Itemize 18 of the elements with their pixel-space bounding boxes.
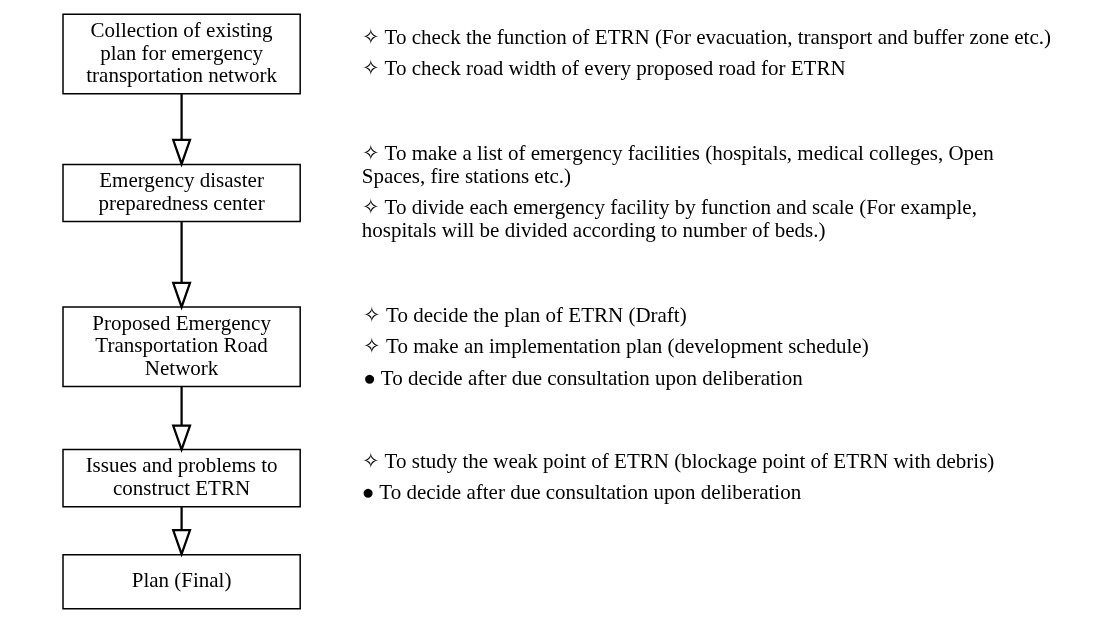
arrow <box>171 94 192 168</box>
node-box: Collection of existing plan for emergency transportation network <box>62 13 301 95</box>
arrow <box>171 386 192 453</box>
node-label: ✧ To decide the plan of ETRN (Draft) <box>363 302 687 327</box>
node-label: ✧ To check the function of ETRN (For evacuation, transport and buffer zone etc.) <box>361 24 1052 49</box>
node-box: Plan (Final) <box>62 553 301 610</box>
node-label: ✧ To check road width of every proposed road for ETRN <box>361 56 846 81</box>
node-box: Emergency disaster preparedness center <box>62 163 301 223</box>
arrow <box>171 507 192 558</box>
node-label: ● To decide after due consultation upon deliberation <box>361 480 802 505</box>
node-label: ✧ To make an implementation plan (development schedule) <box>363 334 869 359</box>
node-label: ✧ To divide each emergency facility by function and scale (For example, hospitals will be divided according to number of beds.) <box>361 195 977 242</box>
node-label: ✧ To study the weak point of ETRN (blockage point of ETRN with debris) <box>361 448 995 473</box>
node-label: ● To decide after due consultation upon deliberation <box>363 365 803 390</box>
node-label: ✧ To make a list of emergency facilities (hospitals, medical colleges, Open Spaces, fire stations etc.) <box>361 141 994 188</box>
node-box: Issues and problems to construct ETRN <box>62 448 301 508</box>
arrow <box>171 222 192 311</box>
node-box: Proposed Emergency Transportation Road Network <box>62 306 301 388</box>
